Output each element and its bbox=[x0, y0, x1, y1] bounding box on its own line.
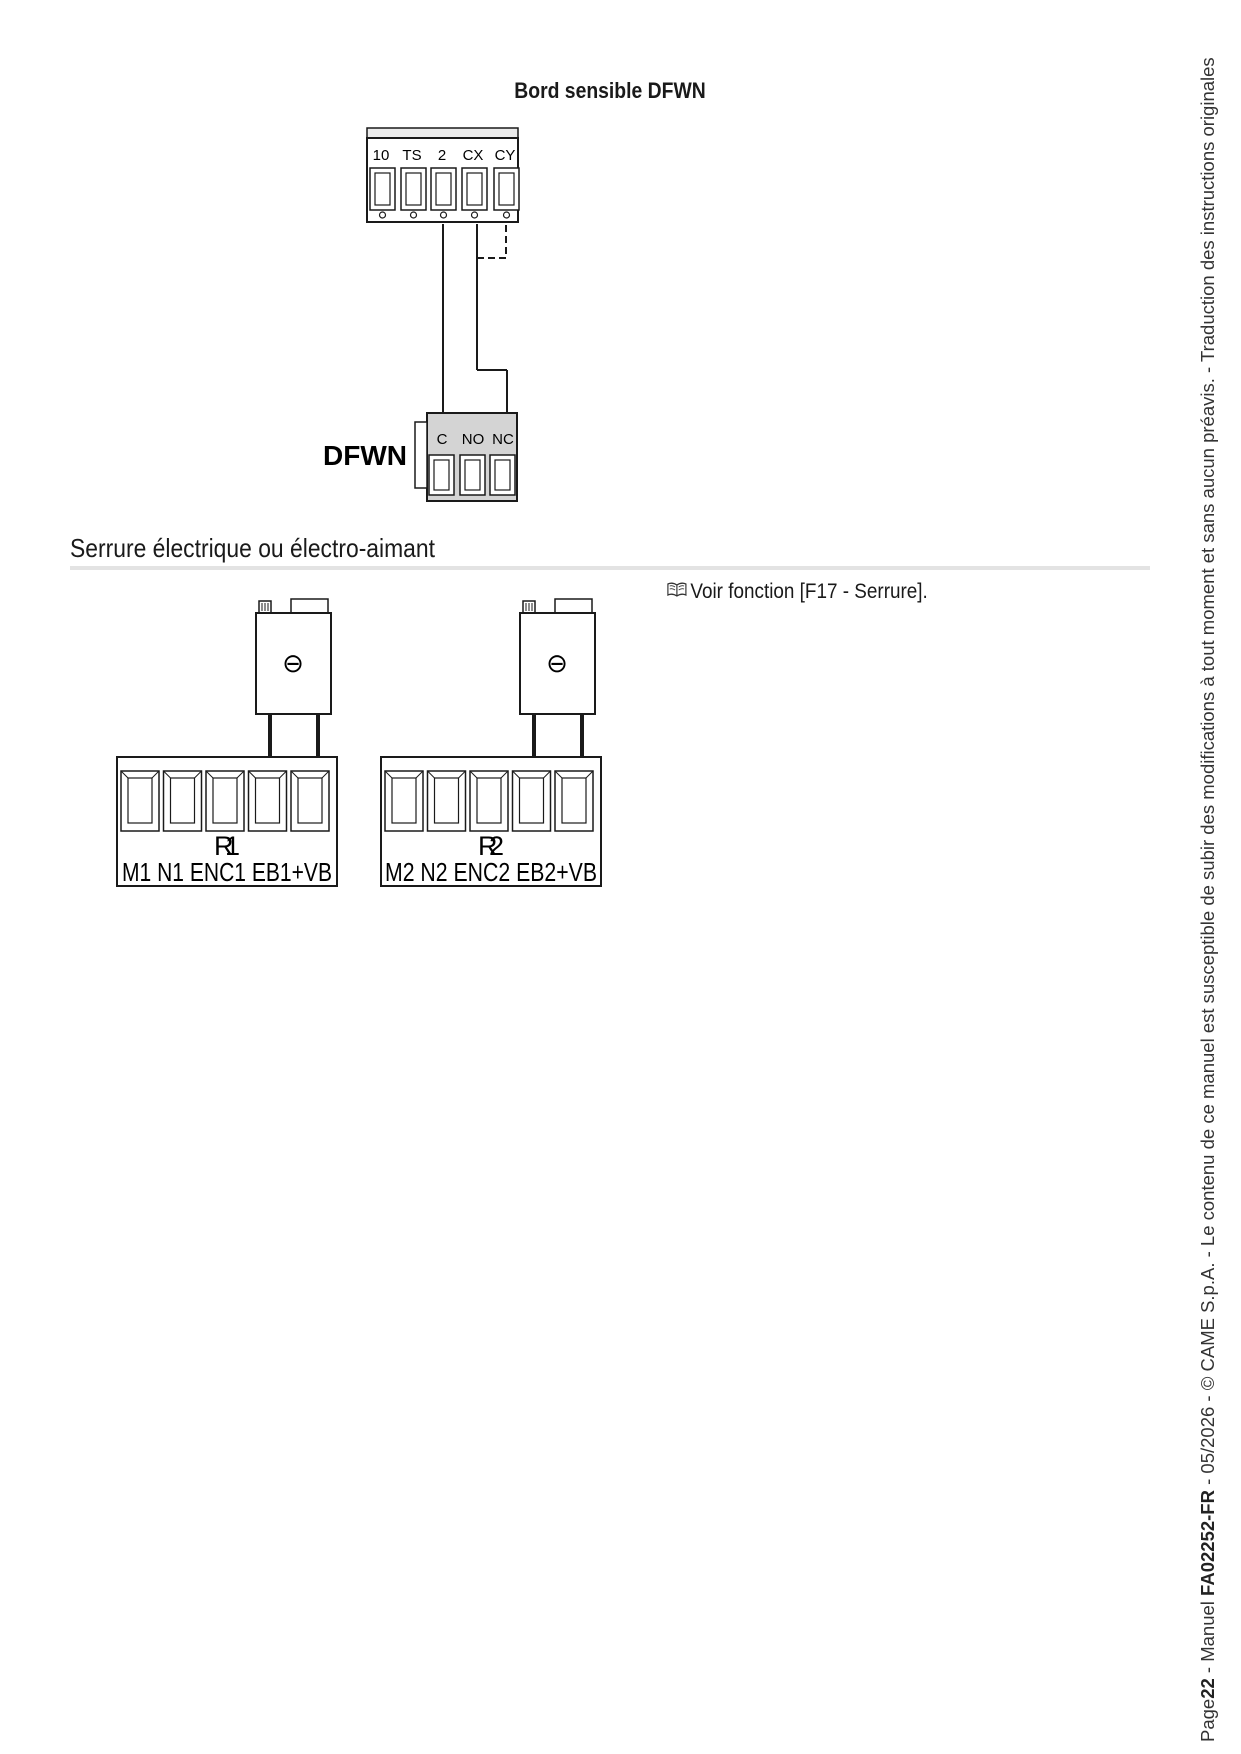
lock-symbol-r2: ⊖ bbox=[546, 648, 568, 678]
function-note-text: Voir fonction [F17 - Serrure]. bbox=[690, 580, 928, 603]
terminal-cell bbox=[247, 770, 288, 832]
electric-lock-r1: ⊖ bbox=[255, 598, 332, 715]
terminal-cell bbox=[369, 167, 396, 219]
terminal-group-r1: R1 bbox=[214, 831, 240, 861]
dfwn-wires bbox=[442, 224, 508, 413]
terminal-cell bbox=[400, 167, 427, 219]
terminal-cell bbox=[426, 770, 467, 832]
section-heading: Serrure électrique ou électro-aimant bbox=[70, 533, 435, 563]
terminal-labels-r2: M2 N2 ENC2 EB2+VB bbox=[385, 857, 597, 887]
dfwn-terminal-nc: NC bbox=[492, 431, 514, 448]
page-prefix: Page bbox=[1197, 1698, 1218, 1742]
terminal-label-ts: TS bbox=[402, 147, 421, 164]
dfwn-terminal-cell bbox=[489, 454, 516, 496]
book-icon bbox=[667, 580, 687, 604]
terminal-cell bbox=[384, 770, 424, 832]
terminal-cell bbox=[162, 770, 203, 832]
terminal-cell bbox=[290, 770, 330, 832]
dfwn-terminal-cell bbox=[459, 454, 486, 496]
function-note: Voir fonction [F17 - Serrure]. bbox=[667, 580, 928, 604]
terminal-label-2: 2 bbox=[438, 147, 446, 164]
page-number: 22 bbox=[1197, 1678, 1218, 1699]
section-divider bbox=[70, 566, 1150, 570]
dfwn-terminal-no: NO bbox=[462, 431, 485, 448]
page-footer-vertical: Page22 - Manuel FA02252-FR - 05/2026 - ©… bbox=[1197, 57, 1219, 1742]
terminal-block-r2: R2 M2 N2 ENC2 EB2+VB bbox=[380, 756, 602, 887]
dfwn-label: DFWN bbox=[323, 440, 407, 471]
copyright-text: - 05/2026 - © CAME S.p.A. - Le contenu d… bbox=[1197, 57, 1218, 1491]
terminal-cell bbox=[469, 770, 509, 832]
figure-title: Bord sensible DFWN bbox=[514, 78, 706, 103]
manual-code: FA02252-FR bbox=[1197, 1490, 1218, 1596]
control-terminal-block: 10 TS 2 CX CY bbox=[366, 127, 520, 223]
dfwn-terminal-cell bbox=[428, 454, 455, 496]
terminal-cell bbox=[430, 167, 457, 219]
terminal-cell bbox=[511, 770, 552, 832]
terminal-label-cx: CX bbox=[463, 147, 484, 164]
electric-lock-r2: ⊖ bbox=[519, 598, 596, 715]
terminal-block-r1: R1 M1 N1 ENC1 EB1+VB bbox=[116, 756, 338, 887]
terminal-cell bbox=[493, 167, 520, 219]
lock-symbol-r1: ⊖ bbox=[282, 648, 304, 678]
terminal-group-r2: R2 bbox=[478, 831, 504, 861]
terminal-label-10: 10 bbox=[373, 147, 390, 164]
terminal-labels-r1: M1 N1 ENC1 EB1+VB bbox=[122, 857, 332, 887]
terminal-cell bbox=[120, 770, 160, 832]
dfwn-terminal-block: C NO NC bbox=[414, 412, 518, 502]
terminal-label-cy: CY bbox=[495, 147, 516, 164]
terminal-cell bbox=[461, 167, 488, 219]
manual-prefix: - Manuel bbox=[1197, 1595, 1218, 1679]
terminal-cell bbox=[205, 770, 245, 832]
dfwn-terminal-c: C bbox=[437, 431, 448, 448]
terminal-cell bbox=[554, 770, 594, 832]
